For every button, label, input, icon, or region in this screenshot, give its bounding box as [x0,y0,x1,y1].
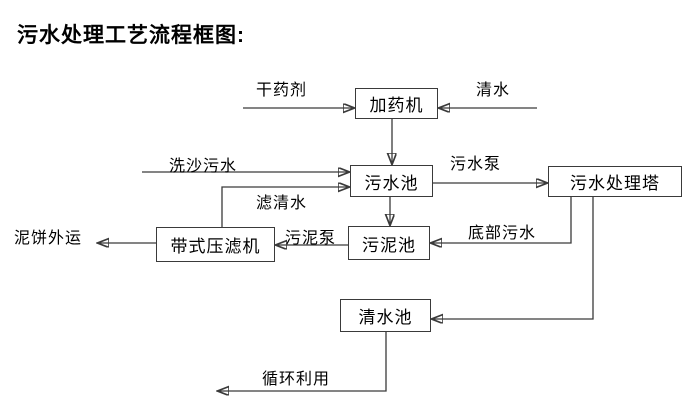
node-clean-water-pool: 清水池 [340,299,431,332]
label-sand-wash-sewage: 洗沙污水 [169,158,238,175]
label-mud-cake-out: 泥饼外运 [14,230,83,247]
node-belt-filter-press: 带式压滤机 [156,227,275,262]
arrow-clean-pool-to-recycling [218,332,387,391]
label-dry-agent: 干药剂 [256,82,308,99]
arrow-tower-bottom-sewage-to-sludge-pool [431,197,572,243]
diagram-title: 污水处理工艺流程框图: [17,24,245,47]
label-recycling: 循环利用 [262,371,331,388]
label-clean-water: 清水 [476,82,511,99]
arrow-tower-to-clean-pool [432,197,594,319]
label-filtered-water: 滤清水 [256,195,308,212]
node-sewage-treatment-tower: 污水处理塔 [548,166,682,197]
label-sludge-pump: 污泥泵 [285,230,337,247]
arrow-filtered-water-press-to-sewage-pool [221,187,349,228]
node-sewage-pool: 污水池 [350,165,433,197]
node-sludge-pool: 污泥池 [348,226,430,260]
label-sewage-pump: 污水泵 [450,156,502,173]
label-bottom-sewage: 底部污水 [468,225,537,242]
node-dosing-machine: 加药机 [355,88,438,119]
